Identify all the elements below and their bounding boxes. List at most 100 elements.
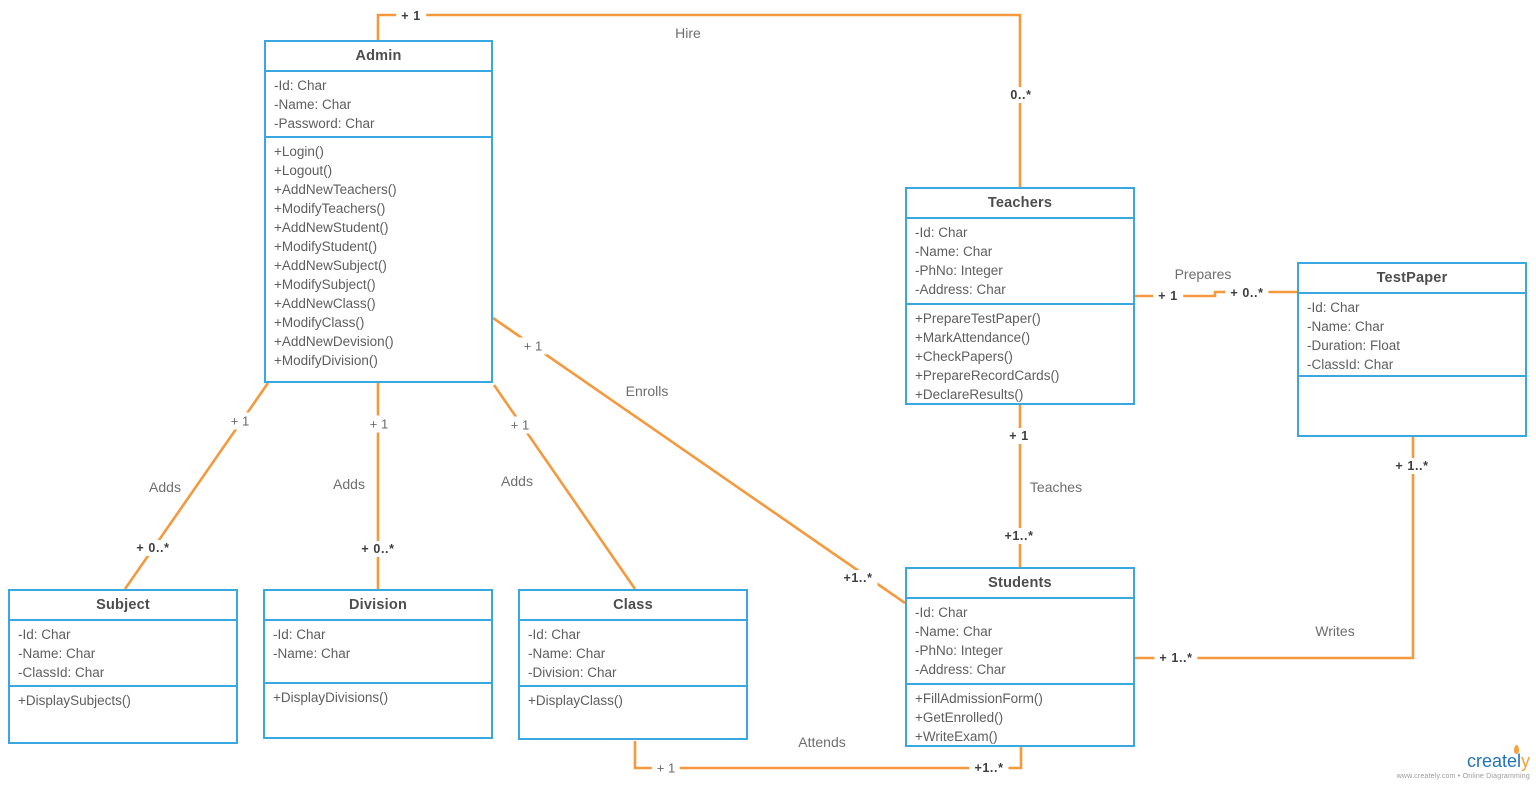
- multiplicity-hire-teachers: 0..*: [1005, 87, 1037, 103]
- class-title-admin: Admin: [266, 42, 491, 72]
- connector-writes[interactable]: [1135, 437, 1415, 660]
- member-line: -PhNo: Integer: [915, 263, 1003, 278]
- member-line: -Name: Char: [274, 97, 352, 112]
- multiplicity-enrolls-admin: + 1: [518, 337, 548, 355]
- member-line: +ModifySubject(): [274, 277, 376, 292]
- creately-wordmark: creately: [1466, 745, 1530, 771]
- multiplicity-hire-admin: + 1: [396, 8, 426, 24]
- member-line: -PhNo: Integer: [915, 643, 1003, 658]
- member-line: +CheckPapers(): [915, 349, 1013, 365]
- logo-text-orange: y: [1521, 751, 1530, 771]
- multiplicity-adds-subject-admin: + 1: [225, 412, 255, 430]
- class-box-admin[interactable]: Admin -Id: Char -Name: Char -Password: Cha…: [264, 40, 493, 383]
- logo-text-blue: createl: [1466, 751, 1521, 771]
- multiplicity-attends-students: +1..*: [969, 760, 1009, 776]
- member-line: -Id: Char: [274, 78, 327, 93]
- member-line: +MarkAttendance(): [915, 330, 1031, 346]
- member-line: -Name: Char: [915, 624, 993, 639]
- class-title-class: Class: [520, 591, 746, 621]
- member-line: +ModifyClass(): [274, 315, 365, 330]
- member-line: -ClassId: Char: [1307, 357, 1394, 372]
- class-box-testpaper[interactable]: TestPaper -Id: Char -Name: Char -Duration:…: [1297, 262, 1527, 437]
- class-title-subject: Subject: [10, 591, 236, 621]
- class-attributes-students: -Id: Char -Name: Char -PhNo: Integer -Addre…: [907, 599, 1133, 685]
- class-title-division: Division: [265, 591, 491, 621]
- class-methods-students: +FillAdmissionForm() +GetEnrolled() +Write…: [907, 685, 1133, 745]
- class-methods-class: +DisplayClass(): [520, 687, 746, 738]
- multiplicity-adds-division-admin: + 1: [364, 415, 394, 433]
- class-methods-testpaper: [1299, 377, 1525, 435]
- member-line: +PrepareTestPaper(): [915, 311, 1041, 327]
- class-title-testpaper: TestPaper: [1299, 264, 1525, 294]
- connector-enrolls[interactable]: [492, 316, 906, 605]
- member-line: +DeclareResults(): [915, 387, 1024, 403]
- member-line: +PrepareRecordCards(): [915, 368, 1060, 384]
- relationship-label-enrolls: Enrolls: [620, 382, 674, 400]
- class-attributes-class: -Id: Char -Name: Char -Division: Char: [520, 621, 746, 687]
- member-line: -Id: Char: [18, 627, 71, 642]
- class-methods-admin: +Login()+Logout()+AddNewTeachers()+Modif…: [266, 138, 491, 381]
- class-box-students[interactable]: Students -Id: Char-Name: Char-PhNo: Inte…: [905, 567, 1135, 747]
- member-line: -Id: Char: [915, 605, 968, 620]
- member-line: +AddNewClass(): [274, 296, 376, 311]
- creately-logo[interactable]: creately www.creately.com • Online Diagr…: [1396, 745, 1530, 780]
- member-line: -Name: Char: [528, 646, 606, 661]
- class-attributes-subject: -Id: Char -Name: Char -ClassId: Char: [10, 621, 236, 687]
- relationship-label-adds-division: Adds: [328, 475, 370, 493]
- member-line: +DisplaySubjects(): [18, 693, 131, 708]
- member-line: -Password: Char: [274, 116, 375, 131]
- relationship-label-adds-subject: Adds: [144, 478, 186, 496]
- class-box-teachers[interactable]: Teachers -Id: Char -Name: Char -PhNo: Inte…: [905, 187, 1135, 405]
- class-box-subject[interactable]: Subject -Id: Char -Name: Char -ClassId: Ch…: [8, 589, 238, 744]
- member-line: +ModifyTeachers(): [274, 201, 386, 216]
- member-line: -Id: Char: [915, 225, 968, 240]
- multiplicity-adds-subject-subject: + 0..*: [131, 540, 175, 556]
- class-attributes-teachers: -Id: Char -Name: Char -PhNo: Integer -Addre…: [907, 219, 1133, 306]
- member-line: +Logout(): [274, 163, 333, 178]
- multiplicity-prepares-teachers: + 1: [1153, 288, 1183, 304]
- class-title-teachers: Teachers: [907, 189, 1133, 219]
- member-line: -ClassId: Char: [18, 665, 105, 680]
- class-box-division[interactable]: Division -Id: Char -Name: Char +DisplayDi…: [263, 589, 493, 739]
- member-line: +WriteExam(): [915, 728, 998, 744]
- member-line: +ModifyDivision(): [274, 353, 378, 368]
- member-line: +DisplayDivisions(): [273, 690, 389, 705]
- member-line: +AddNewStudent(): [274, 220, 389, 235]
- multiplicity-adds-division-division: + 0..*: [356, 541, 400, 557]
- member-line: -Duration: Float: [1307, 338, 1401, 353]
- member-line: -Address: Char: [915, 662, 1006, 677]
- member-line: +ModifyStudent(): [274, 239, 378, 254]
- multiplicity-prepares-testpaper: + 0..*: [1225, 285, 1269, 301]
- creately-flame-icon: [1514, 745, 1519, 754]
- class-methods-division: +DisplayDivisions(): [265, 684, 491, 737]
- class-attributes-division: -Id: Char -Name: Char: [265, 621, 491, 684]
- connector-attends[interactable]: [633, 741, 1023, 770]
- member-line: +DisplayClass(): [528, 693, 623, 708]
- member-line: -Id: Char: [273, 627, 326, 642]
- class-attributes-admin: -Id: Char -Name: Char -Password: Char: [266, 72, 491, 138]
- member-line: -Id: Char: [1307, 300, 1360, 315]
- class-methods-subject: +DisplaySubjects(): [10, 687, 236, 742]
- member-line: -Name: Char: [273, 646, 351, 661]
- multiplicity-teaches-teachers: + 1: [1004, 428, 1034, 444]
- member-line: -Name: Char: [18, 646, 96, 661]
- member-line: -Id: Char: [528, 627, 581, 642]
- creately-tagline: www.creately.com • Online Diagramming: [1396, 773, 1530, 780]
- member-line: +GetEnrolled(): [915, 709, 1004, 725]
- member-line: -Name: Char: [915, 244, 993, 259]
- member-line: +Login(): [274, 144, 324, 159]
- member-line: +AddNewSubject(): [274, 258, 387, 273]
- member-line: -Division: Char: [528, 665, 617, 680]
- relationship-label-teaches: Teaches: [1024, 478, 1088, 496]
- multiplicity-attends-class: + 1: [651, 759, 681, 777]
- multiplicity-adds-class-admin: + 1: [505, 416, 535, 434]
- multiplicity-writes-students: + 1..*: [1154, 650, 1198, 666]
- member-line: -Name: Char: [1307, 319, 1385, 334]
- class-attributes-testpaper: -Id: Char -Name: Char -Duration: Float -Cla…: [1299, 294, 1525, 377]
- multiplicity-enrolls-students: +1..*: [838, 570, 878, 586]
- member-line: +FillAdmissionForm(): [915, 690, 1043, 706]
- relationship-label-attends: Attends: [793, 733, 851, 751]
- member-line: -Address: Char: [915, 282, 1006, 297]
- class-box-class[interactable]: Class -Id: Char -Name: Char -Division: Cha…: [518, 589, 748, 740]
